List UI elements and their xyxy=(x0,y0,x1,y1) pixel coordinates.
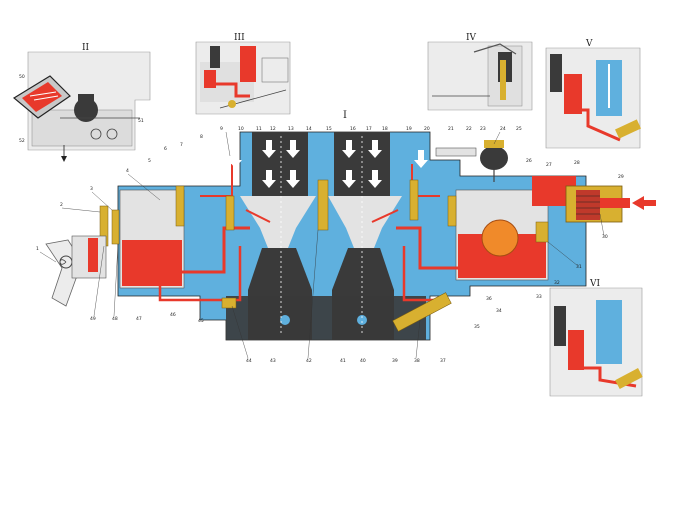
inset-label-V: V xyxy=(585,39,593,49)
callout-43: 43 xyxy=(270,358,276,364)
callout-48: 48 xyxy=(112,316,118,322)
callout-3: 3 xyxy=(90,186,93,192)
callout-17: 17 xyxy=(366,126,372,132)
inset-label-I: I xyxy=(343,110,347,121)
callout-45: 45 xyxy=(198,318,204,324)
fuel-inlet-arrow-icon xyxy=(632,196,656,210)
callout-37: 37 xyxy=(440,358,446,364)
callout-29: 29 xyxy=(618,174,624,180)
callout-36: 36 xyxy=(486,296,492,302)
inset-label-IV: IV xyxy=(466,33,477,43)
callout-13: 13 xyxy=(288,126,294,132)
callout-5: 5 xyxy=(148,158,151,164)
airflow-arrow-icon xyxy=(228,140,428,188)
callout-19: 19 xyxy=(406,126,412,132)
callout-46: 46 xyxy=(170,312,176,318)
callout-49: 49 xyxy=(90,316,96,322)
callout-4: 4 xyxy=(126,168,129,174)
callout-23: 23 xyxy=(480,126,486,132)
callout-26: 26 xyxy=(526,158,532,164)
callouts-bottom: 40 41 42 43 44 45 46 47 48 49 xyxy=(90,312,366,364)
callout-30: 30 xyxy=(602,234,608,240)
callout-1: 1 xyxy=(36,246,39,252)
callout-6: 6 xyxy=(164,146,167,152)
callout-22: 22 xyxy=(466,126,472,132)
inset-II: II 50 51 52 xyxy=(12,43,151,162)
callout-39: 39 xyxy=(392,358,398,364)
callout-28: 28 xyxy=(574,160,580,166)
callout-34: 34 xyxy=(496,308,502,314)
inset-VI: VI xyxy=(549,279,643,397)
callout-32: 32 xyxy=(554,280,560,286)
callout-10: 10 xyxy=(238,126,244,132)
callout-8: 8 xyxy=(200,134,203,140)
callout-51: 51 xyxy=(138,118,144,124)
callout-12: 12 xyxy=(270,126,276,132)
callout-16: 16 xyxy=(350,126,356,132)
callouts-top: 1 2 3 4 5 6 7 8 9 10 11 12 13 14 15 16 1… xyxy=(36,126,624,252)
callout-18: 18 xyxy=(382,126,388,132)
inset-V: V xyxy=(545,39,641,149)
callout-52: 52 xyxy=(19,138,25,144)
callout-40: 40 xyxy=(360,358,366,364)
callout-33: 33 xyxy=(536,294,542,300)
callout-35: 35 xyxy=(474,324,480,330)
callout-50: 50 xyxy=(19,74,25,80)
callout-44: 44 xyxy=(246,358,252,364)
callout-25: 25 xyxy=(516,126,522,132)
inset-label-VI: VI xyxy=(589,279,600,289)
callout-42: 42 xyxy=(306,358,312,364)
callout-20: 20 xyxy=(424,126,430,132)
inset-label-II: II xyxy=(82,43,90,53)
inset-IV: IV xyxy=(427,33,533,111)
callout-38: 38 xyxy=(414,358,420,364)
callout-15: 15 xyxy=(326,126,332,132)
callout-14: 14 xyxy=(306,126,312,132)
callout-31: 31 xyxy=(576,264,582,270)
callouts-right: 30 31 32 33 34 35 36 37 38 39 xyxy=(392,234,608,364)
callout-21: 21 xyxy=(448,126,454,132)
callout-11: 11 xyxy=(256,126,262,132)
leader-lines xyxy=(39,131,605,359)
callout-9: 9 xyxy=(220,126,223,132)
callout-41: 41 xyxy=(340,358,346,364)
callout-24: 24 xyxy=(500,126,506,132)
callout-47: 47 xyxy=(136,316,142,322)
inset-III: III xyxy=(195,33,291,115)
callout-27: 27 xyxy=(546,162,552,168)
inset-label-III: III xyxy=(234,33,245,43)
callout-7: 7 xyxy=(180,142,183,148)
callout-2: 2 xyxy=(60,202,63,208)
